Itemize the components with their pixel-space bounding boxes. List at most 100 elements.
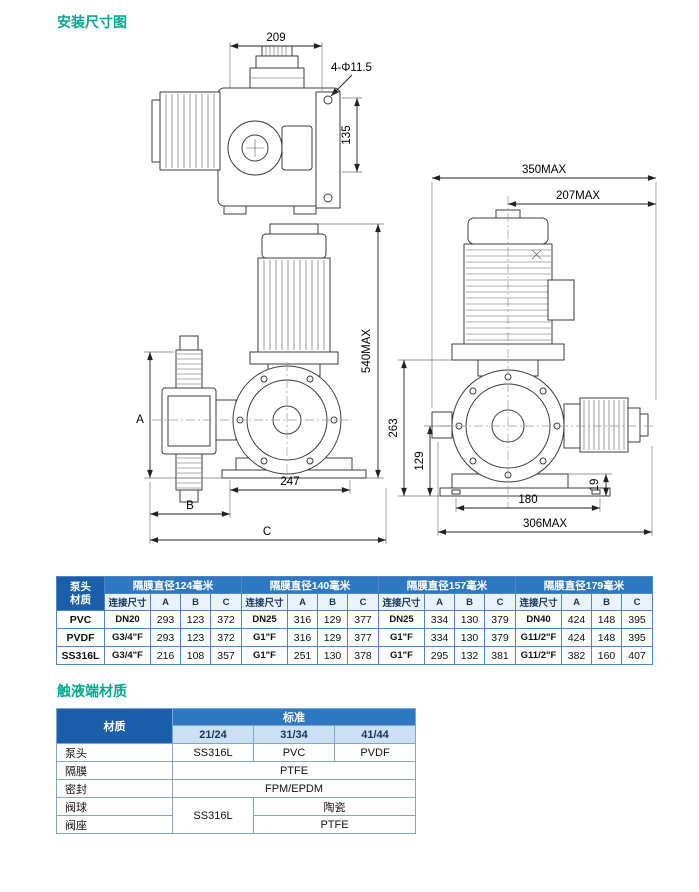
t1-cell-a: 424 (561, 628, 592, 647)
t1-cell-c: 372 (210, 628, 242, 647)
page-title: 安装尺寸图 (57, 14, 127, 30)
dim-label-540max: 540MAX (361, 329, 373, 373)
t2-cell: PVDF (334, 743, 416, 762)
t1-cell-a: 251 (287, 646, 318, 665)
t2-header-row-1: 材质 标准 (56, 708, 416, 744)
dim-label-209: 209 (266, 32, 285, 44)
t1-row-pvc: PVC DN20 293 123 372 DN25 316 129 377 DN… (56, 610, 653, 629)
dim-label-247: 247 (280, 476, 299, 488)
t1-cell-a: 316 (287, 610, 318, 629)
dim-207max: 207MAX (507, 190, 656, 207)
dim-129: 129 (414, 425, 452, 496)
t1-cell-conn: G11/2"F (515, 646, 562, 665)
t1-subheader-a: A (287, 593, 318, 611)
t1-group-header-row: 泵头材质 隔膜直径124毫米 隔膜直径140毫米 隔膜直径157毫米 隔膜直径1… (56, 576, 653, 611)
centerlines (152, 196, 654, 508)
pump-front-view (431, 209, 649, 497)
t1-cell-b: 130 (454, 610, 485, 629)
t1-material: PVC (56, 610, 105, 629)
t1-cell-b: 123 (180, 628, 211, 647)
t2-row-label: 泵头 (56, 743, 173, 762)
t1-cell-c: 381 (484, 646, 516, 665)
dim-label-180: 180 (518, 494, 537, 506)
t2-cell: PTFE (253, 815, 416, 834)
dim-135: 135 (341, 97, 362, 173)
t1-cell-conn: G1"F (241, 628, 288, 647)
t1-cell-a: 293 (150, 610, 181, 629)
installation-dimension-drawing: 209 4-Φ11.5 135 350MAX 207MAX 540MAX 263… (136, 32, 657, 544)
t2-col-21-24: 21/24 (172, 725, 254, 744)
t2-cell: 陶瓷 (253, 797, 416, 816)
t1-cell-conn: DN25 (378, 610, 425, 629)
dim-19: 19 (568, 473, 612, 496)
t1-subheader-c: C (484, 593, 516, 611)
t2-cell: SS316L (172, 797, 254, 834)
dim-label-263: 263 (388, 418, 400, 437)
t2-row-diaphragm: 隔膜 PTFE (56, 761, 416, 780)
dim-209: 209 (229, 32, 323, 92)
t1-cell-b: 148 (591, 610, 622, 629)
dim-247: 247 (229, 476, 351, 494)
t1-cell-a: 424 (561, 610, 592, 629)
t1-subheader-conn: 连接尺寸 (515, 593, 562, 611)
t1-group-header-157: 隔膜直径157毫米 (378, 576, 516, 594)
t1-material: PVDF (56, 628, 105, 647)
t1-cell-c: 357 (210, 646, 242, 665)
t1-corner-line1: 泵头 (70, 581, 91, 594)
t1-cell-a: 295 (424, 646, 455, 665)
t2-col-41-44: 41/44 (334, 725, 416, 744)
t1-cell-b: 108 (180, 646, 211, 665)
t1-row-ss316l: SS316L G3/4"F 216 108 357 G1"F 251 130 3… (56, 646, 653, 665)
pump-side-view-top (151, 45, 341, 215)
t1-cell-conn: G11/2"F (515, 628, 562, 647)
dim-hole-callout: 4-Φ11.5 (330, 62, 372, 97)
dimension-table: 泵头材质 隔膜直径124毫米 隔膜直径140毫米 隔膜直径157毫米 隔膜直径1… (56, 576, 653, 665)
t2-row-valve-seat: 阀座 PTFE (56, 815, 416, 834)
t1-cell-c: 378 (347, 646, 379, 665)
dim-label-350max: 350MAX (522, 164, 566, 176)
t2-cell: SS316L (172, 743, 254, 762)
t1-subheader-a: A (150, 593, 181, 611)
t1-cell-a: 316 (287, 628, 318, 647)
t1-group-header-124: 隔膜直径124毫米 (104, 576, 242, 594)
t1-material: SS316L (56, 646, 105, 665)
t1-cell-b: 129 (317, 628, 348, 647)
t1-corner-line2: 材质 (70, 593, 91, 606)
dim-label-306max: 306MAX (523, 518, 567, 530)
dim-263: 263 (388, 359, 452, 497)
t2-cell: FPM/EPDM (172, 779, 416, 798)
t1-cell-b: 130 (454, 628, 485, 647)
t1-subheader-b: B (180, 593, 211, 611)
t2-row-seal: 密封 FPM/EPDM (56, 779, 416, 798)
dim-180: 180 (455, 494, 601, 512)
t2-row-valve-ball: 阀球 SS316L 陶瓷 (56, 797, 416, 834)
dim-c: C (150, 488, 387, 544)
t2-row-label: 阀球 (56, 797, 173, 816)
t1-group-header-140: 隔膜直径140毫米 (241, 576, 379, 594)
dim-label-holes: 4-Φ11.5 (331, 62, 372, 74)
t1-cell-a: 334 (424, 610, 455, 629)
t1-cell-conn: DN20 (104, 610, 151, 629)
wetted-material-table: 材质 标准 21/24 31/34 41/44 泵头 SS316L PVC PV… (56, 708, 416, 834)
t1-subheader-c: C (347, 593, 379, 611)
t1-cell-a: 293 (150, 628, 181, 647)
t1-cell-b: 160 (591, 646, 622, 665)
t1-subheader-conn: 连接尺寸 (378, 593, 425, 611)
t1-cell-conn: G1"F (378, 646, 425, 665)
t1-subheader-b: B (317, 593, 348, 611)
t2-row-label: 隔膜 (56, 761, 173, 780)
t1-cell-c: 407 (621, 646, 653, 665)
t1-cell-conn: G3/4"F (104, 628, 151, 647)
t1-subheader-a: A (561, 593, 592, 611)
t2-cell: PTFE (172, 761, 416, 780)
t1-cell-b: 129 (317, 610, 348, 629)
dim-label-19: 19 (589, 479, 601, 492)
t1-subheader-b: B (591, 593, 622, 611)
t2-row-pump-head: 泵头 SS316L PVC PVDF (56, 743, 416, 762)
t1-cell-b: 130 (317, 646, 348, 665)
t1-cell-c: 379 (484, 628, 516, 647)
t1-corner-header: 泵头材质 (56, 576, 105, 611)
t1-cell-a: 334 (424, 628, 455, 647)
t1-row-pvdf: PVDF G3/4"F 293 123 372 G1"F 316 129 377… (56, 628, 653, 647)
dim-label-135: 135 (341, 125, 353, 144)
